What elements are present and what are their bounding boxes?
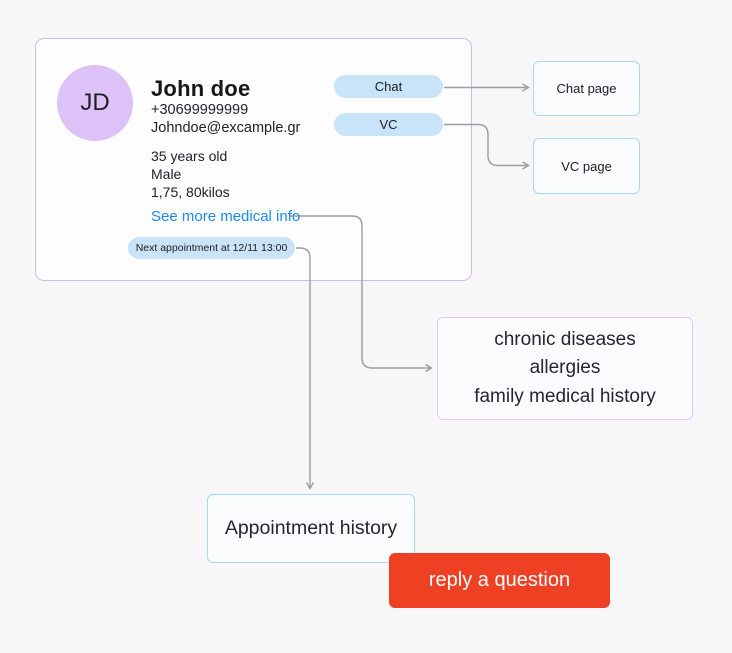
patient-stats: 35 years old Male 1,75, 80kilos (151, 147, 230, 201)
vc-button[interactable]: VC (334, 113, 443, 136)
patient-age: 35 years old (151, 148, 228, 164)
vc-button-label: VC (379, 117, 398, 132)
chat-button-label: Chat (374, 79, 403, 94)
chat-button[interactable]: Chat (334, 75, 443, 98)
medical-info-line-family: family medical history (474, 385, 656, 407)
next-appointment-label: Next appointment at 12/11 13:00 (135, 242, 288, 254)
vc-page-label: VC page (561, 158, 612, 174)
reply-question-button[interactable]: reply a question (389, 553, 610, 608)
patient-gender: Male (151, 166, 182, 182)
medical-info-node[interactable]: chronic diseases allergies family medica… (437, 317, 693, 420)
chat-page-label: Chat page (556, 81, 617, 96)
patient-body-stats: 1,75, 80kilos (151, 184, 230, 200)
patient-phone: +30699999999 (151, 102, 249, 118)
medical-info-line-allergies: allergies (529, 357, 601, 379)
avatar-initials: JD (80, 89, 110, 116)
next-appointment-badge[interactable]: Next appointment at 12/11 13:00 (128, 237, 295, 259)
see-more-medical-info-link[interactable]: See more medical info (151, 208, 301, 225)
avatar: JD (57, 65, 133, 141)
appointment-history-label: Appointment history (224, 517, 398, 539)
chat-page-node[interactable]: Chat page (533, 61, 640, 116)
appointment-history-node[interactable]: Appointment history (207, 494, 415, 563)
patient-name: John doe (151, 76, 251, 101)
appointment-connector-arrow (296, 247, 310, 488)
reply-question-label: reply a question (428, 569, 571, 591)
medical-info-line-chronic: chronic diseases (494, 328, 636, 350)
patient-email: Johndoe@excample.gr (151, 120, 301, 136)
vc-page-node[interactable]: VC page (533, 138, 640, 194)
